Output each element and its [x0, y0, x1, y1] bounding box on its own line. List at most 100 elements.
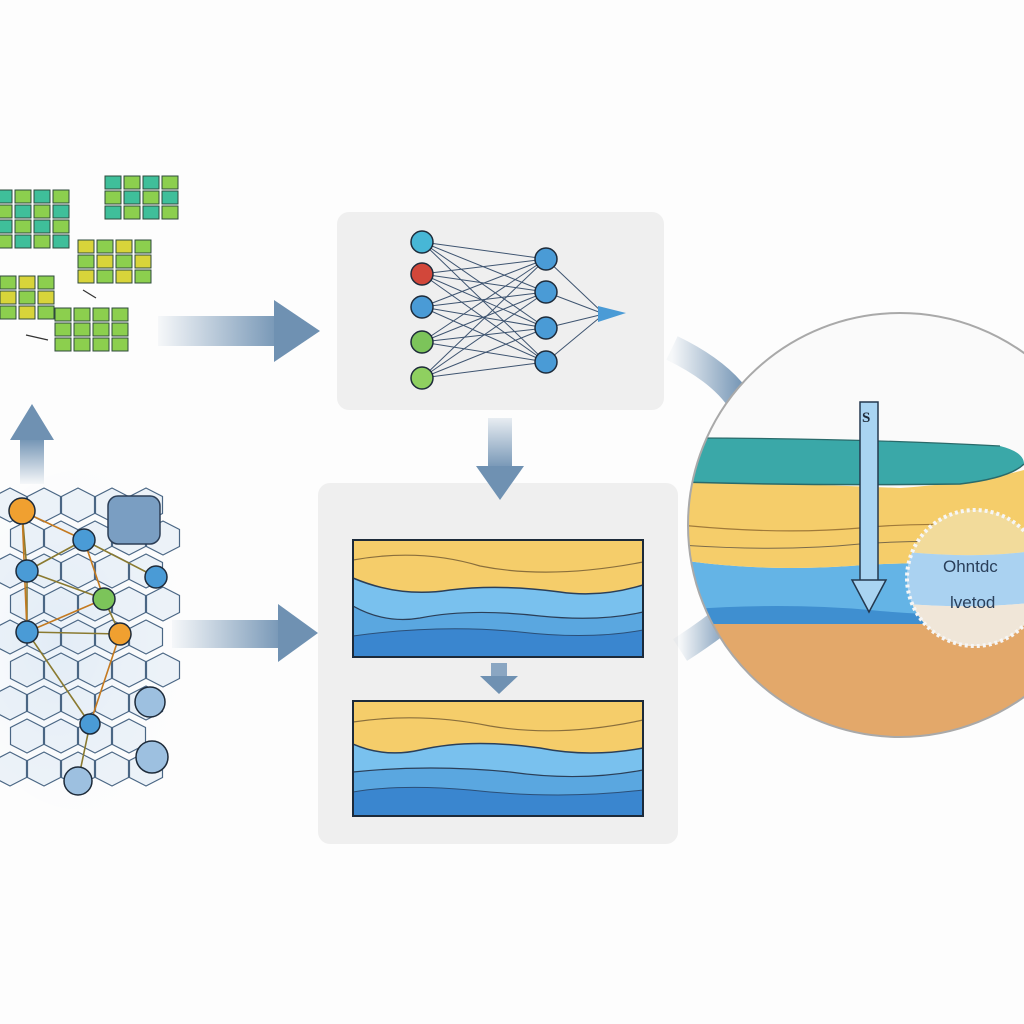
- grid-cell: [161, 175, 179, 190]
- nn-neurons: [410, 230, 558, 390]
- grid-cell: [0, 234, 13, 249]
- grid-cell: [52, 189, 70, 204]
- grid-cell: [37, 305, 55, 320]
- grid-cell: [18, 305, 36, 320]
- zoom-text-line-1: Ohntdc: [943, 557, 998, 576]
- nn-connection: [421, 327, 547, 379]
- arrow-grid-to-network: [158, 300, 320, 362]
- nn-output-arrow: [598, 306, 626, 322]
- nn-connection: [421, 361, 547, 379]
- arrow-mesh-to-sections: [172, 604, 318, 662]
- mesh-node: [79, 713, 101, 735]
- nn-connection: [545, 258, 605, 315]
- grid-cell: [33, 189, 51, 204]
- grid-cells-icon: [0, 175, 179, 352]
- nn-input-neuron: [410, 262, 434, 286]
- grid-cell: [18, 275, 36, 290]
- mesh-node: [15, 620, 39, 644]
- grid-cell: [73, 322, 91, 337]
- mesh-cell: [43, 718, 79, 754]
- grid-cell: [33, 204, 51, 219]
- neural-network-icon: [410, 230, 626, 390]
- mesh-cell: [9, 718, 45, 754]
- grid-cell: [18, 290, 36, 305]
- grid-cell: [77, 269, 95, 284]
- grid-cell: [33, 234, 51, 249]
- mesh-cell: [43, 586, 79, 622]
- grid-cell: [104, 205, 122, 220]
- mesh-cell: [94, 685, 130, 721]
- arrow-section-to-section: [480, 663, 518, 694]
- mesh-cell: [60, 487, 96, 523]
- grid-cell: [14, 219, 32, 234]
- mesh-cell: [145, 652, 181, 688]
- nn-input-neuron: [410, 295, 434, 319]
- grid-cell: [115, 254, 133, 269]
- mesh-edge: [26, 570, 105, 600]
- grid-cell: [14, 204, 32, 219]
- mesh-node: [108, 622, 132, 646]
- grid-tick: [82, 289, 97, 299]
- grid-cell: [92, 322, 110, 337]
- grid-cell: [134, 254, 152, 269]
- grid-tick: [25, 334, 49, 341]
- grid-cell: [134, 239, 152, 254]
- grid-cell: [123, 190, 141, 205]
- mesh-cell: [145, 586, 181, 622]
- grid-cell: [0, 219, 13, 234]
- nn-connection: [421, 291, 547, 379]
- grid-cell: [73, 307, 91, 322]
- grid-cell: [142, 175, 160, 190]
- nn-hidden-neuron: [534, 247, 558, 271]
- nn-input-neuron: [410, 330, 434, 354]
- grid-cell: [37, 275, 55, 290]
- mesh-edge: [26, 631, 121, 635]
- mesh-cell: [26, 685, 62, 721]
- grid-cell: [33, 219, 51, 234]
- mesh-node: [134, 686, 166, 718]
- nn-connection: [421, 241, 547, 363]
- grid-cell: [0, 189, 13, 204]
- mesh-node: [135, 740, 169, 774]
- grid-cell: [73, 337, 91, 352]
- grid-cell: [54, 307, 72, 322]
- nn-connection: [421, 341, 547, 363]
- mesh-node: [15, 559, 39, 583]
- grid-cell: [92, 307, 110, 322]
- mesh-edge: [89, 633, 121, 725]
- mesh-cell: [43, 520, 79, 556]
- grid-cell: [96, 269, 114, 284]
- grid-cell: [0, 290, 17, 305]
- grid-cell: [52, 204, 70, 219]
- nn-connection: [421, 258, 547, 275]
- nn-input-neuron: [410, 230, 434, 254]
- arrow-up-mesh-to-grid: [10, 404, 54, 484]
- mesh-nodes: [8, 497, 169, 796]
- down-arrow-icon: S: [850, 401, 888, 614]
- grid-cell: [104, 190, 122, 205]
- grid-cell: [115, 269, 133, 284]
- grid-cell: [0, 275, 17, 290]
- grid-cell: [14, 189, 32, 204]
- nn-connection: [421, 241, 547, 260]
- mesh-cell: [60, 553, 96, 589]
- zoom-text-line-2: lvetod: [950, 593, 995, 612]
- mesh-node: [144, 565, 168, 589]
- seismic-section-icon: [352, 539, 644, 658]
- grid-cell: [52, 219, 70, 234]
- mesh-cell: [9, 520, 45, 556]
- grid-cell: [52, 234, 70, 249]
- grid-cell: [54, 322, 72, 337]
- nn-input-neuron: [410, 366, 434, 390]
- mesh-cell: [43, 652, 79, 688]
- mesh-node: [63, 766, 93, 796]
- mesh-node: [8, 497, 36, 525]
- grid-cell: [123, 175, 141, 190]
- grid-cell: [104, 175, 122, 190]
- nn-connection: [421, 291, 547, 308]
- mesh-cell: [94, 751, 130, 787]
- nn-hidden-neuron: [534, 350, 558, 374]
- mesh-cell: [0, 685, 28, 721]
- mesh-edge: [26, 631, 91, 725]
